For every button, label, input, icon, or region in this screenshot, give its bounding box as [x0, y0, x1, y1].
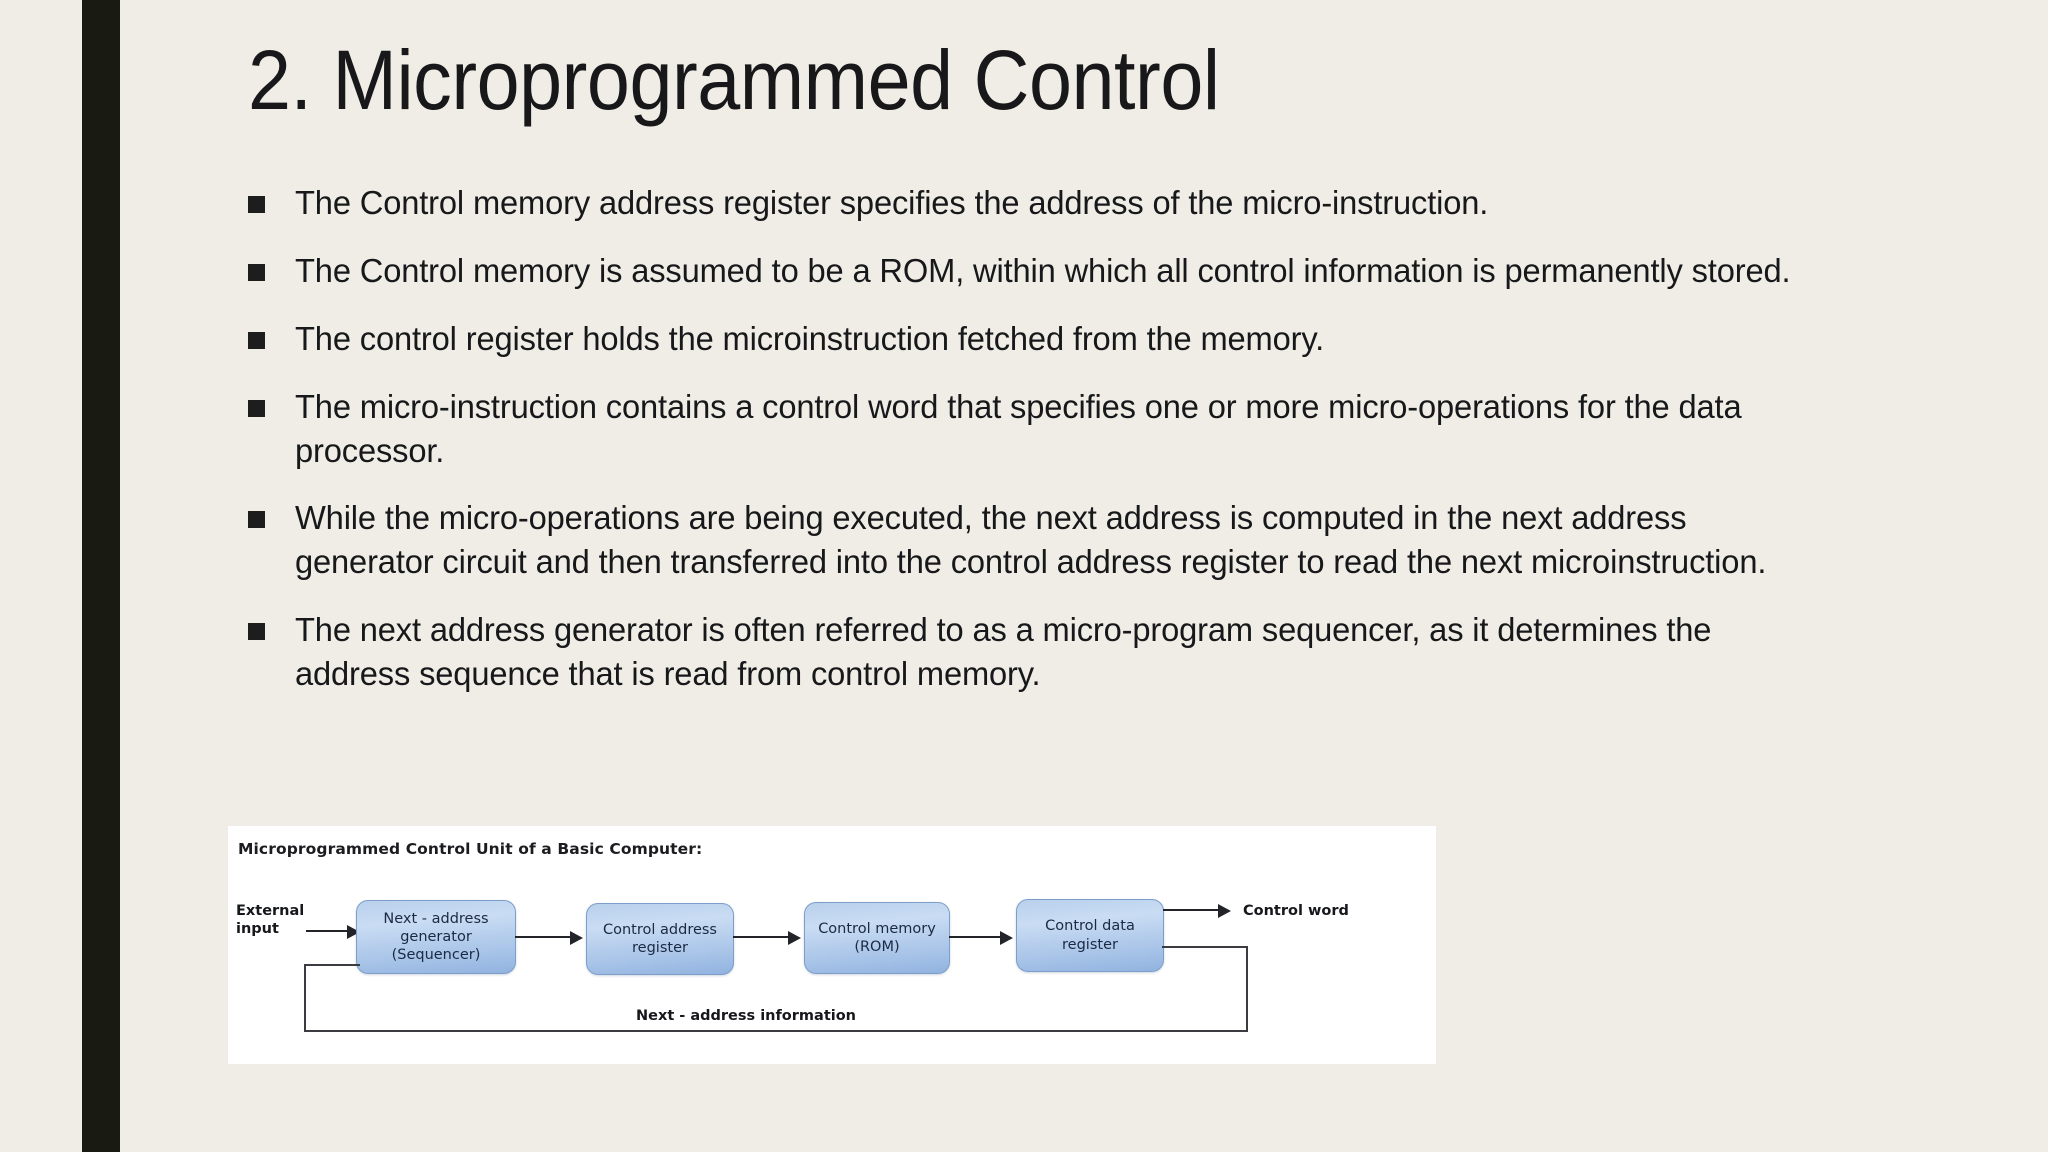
box-label-line1: Control memory	[818, 920, 936, 937]
bullet-text: The Control memory address register spec…	[295, 185, 1489, 222]
arrowhead-icon	[1000, 931, 1013, 945]
arrowhead-icon	[788, 931, 801, 945]
square-bullet-icon	[248, 331, 265, 349]
diagram-box-control-memory: Control memory (ROM)	[804, 902, 950, 974]
slide-content: 2. Microprogrammed Control The Control m…	[248, 0, 2008, 1152]
feedback-label: Next - address information	[636, 1008, 856, 1024]
box-label-line1: Next - address	[383, 910, 489, 927]
list-item: The control register holds the microinst…	[248, 318, 1868, 362]
box-label-line2: register	[632, 940, 688, 956]
arrowhead-icon	[1218, 904, 1231, 918]
page-title: 2. Microprogrammed Control	[248, 33, 1220, 127]
list-item: The next address generator is often refe…	[248, 609, 1868, 697]
list-item: The Control memory address register spec…	[248, 182, 1868, 226]
arrow-sequencer-to-car	[515, 936, 573, 938]
arrowhead-icon	[570, 931, 583, 945]
feedback-line-into-sequencer	[304, 964, 360, 966]
feedback-line-left-vertical	[304, 964, 306, 1032]
control-word-label: Control word	[1243, 903, 1349, 919]
arrow-external-to-sequencer	[306, 930, 351, 932]
list-item: The micro-instruction contains a control…	[248, 386, 1868, 474]
square-bullet-icon	[248, 263, 265, 281]
diagram-box-control-data-register: Control data register	[1016, 899, 1164, 972]
square-bullet-icon	[248, 511, 265, 529]
arrow-cdr-to-control-word	[1163, 909, 1221, 911]
square-bullet-icon	[248, 399, 265, 417]
bullet-text: The control register holds the microinst…	[295, 320, 1325, 358]
bullet-text: The next address generator is often refe…	[295, 612, 1712, 693]
arrow-car-to-control-memory	[733, 936, 791, 938]
external-input-label: External input	[236, 903, 305, 938]
diagram-box-next-address-generator: Next - address generator (Sequencer)	[356, 900, 516, 974]
square-bullet-icon	[248, 196, 265, 213]
list-item: The Control memory is assumed to be a RO…	[248, 250, 1868, 294]
feedback-line-from-cdr	[1162, 946, 1248, 948]
bullet-text: The micro-instruction contains a control…	[295, 388, 1742, 470]
arrow-control-memory-to-cdr	[949, 936, 1003, 938]
box-label-line1: Control address	[603, 921, 717, 938]
diagram-box-control-address-register: Control address register	[586, 903, 734, 975]
block-diagram-canvas: Microprogrammed Control Unit of a Basic …	[228, 826, 1436, 1064]
box-label-line3: (Sequencer)	[391, 947, 481, 964]
box-label-line2: generator	[400, 928, 472, 945]
block-diagram-image: Microprogrammed Control Unit of a Basic …	[228, 826, 1436, 1064]
decorative-left-accent-bar	[82, 0, 120, 1152]
box-label-line1: Control data	[1045, 918, 1135, 935]
bullet-list: The Control memory address register spec…	[248, 182, 1868, 721]
diagram-caption: Microprogrammed Control Unit of a Basic …	[238, 840, 703, 858]
box-label-line2: (ROM)	[854, 939, 900, 955]
feedback-line-right-vertical	[1246, 946, 1248, 1032]
feedback-line-bottom-horizontal	[304, 1030, 1248, 1032]
square-bullet-icon	[248, 623, 265, 641]
bullet-text: The Control memory is assumed to be a RO…	[295, 252, 1791, 290]
list-item: While the micro-operations are being exe…	[248, 497, 1868, 585]
bullet-text: While the micro-operations are being exe…	[295, 500, 1767, 582]
box-label-line2: register	[1062, 936, 1118, 953]
